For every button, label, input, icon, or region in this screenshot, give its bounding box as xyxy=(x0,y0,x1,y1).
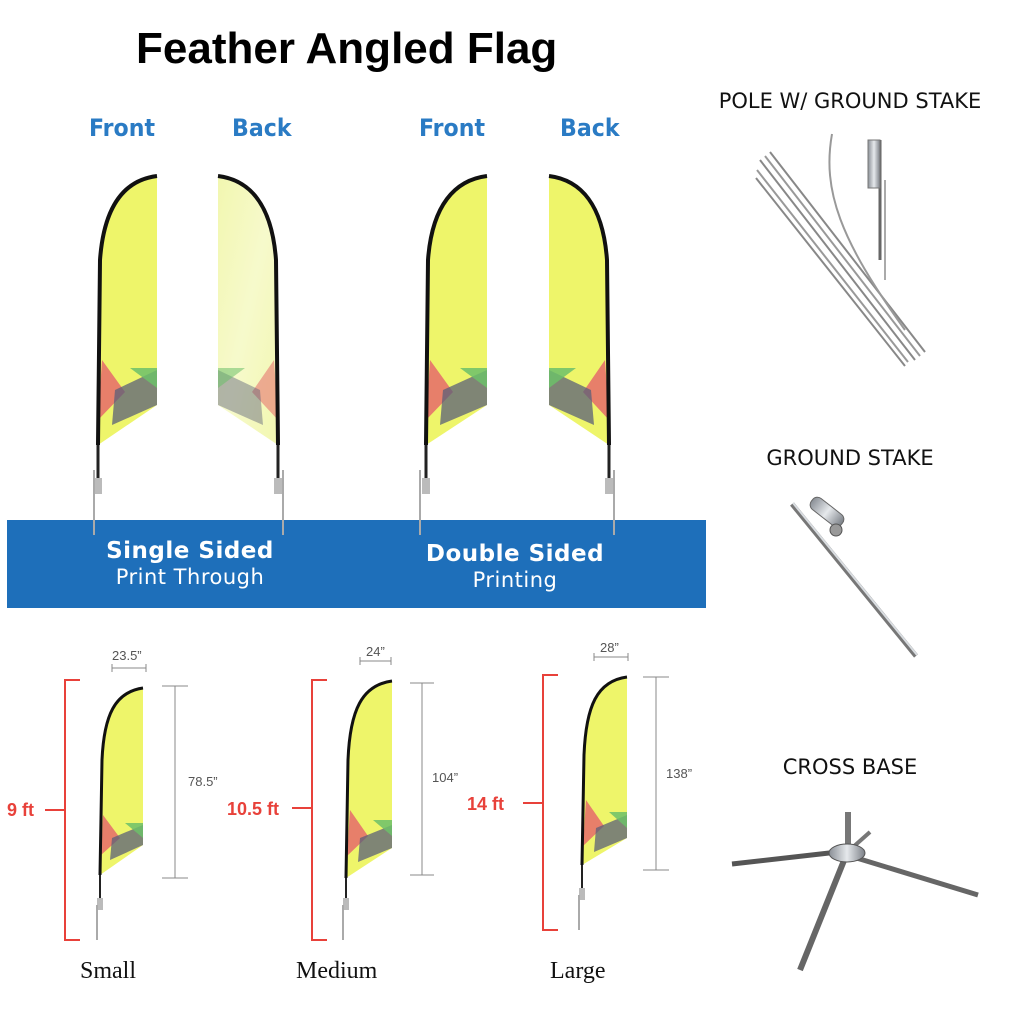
medium-width: 24” xyxy=(366,644,385,659)
medium-height: 104” xyxy=(432,770,459,785)
flag-double-back xyxy=(548,174,615,535)
view-label-front: Front xyxy=(419,114,486,142)
single-sided-subtitle: Print Through xyxy=(115,565,265,589)
cross-base-label: CROSS BASE xyxy=(782,755,918,779)
printing-options-band xyxy=(7,520,706,608)
view-label-front: Front xyxy=(89,114,156,142)
size-medium-flag xyxy=(292,657,434,941)
small-width: 23.5” xyxy=(112,648,142,663)
small-height: 78.5” xyxy=(188,774,218,789)
size-small-flag xyxy=(45,664,188,941)
pole-ground-stake-label: POLE W/ GROUND STAKE xyxy=(718,89,982,113)
page-title: Feather Angled Flag xyxy=(136,24,558,73)
ground-stake-label: GROUND STAKE xyxy=(766,446,934,470)
size-large-label: Large xyxy=(550,958,606,984)
small-overall-height: 9 ft xyxy=(7,800,34,820)
double-sided-subtitle: Printing xyxy=(472,568,558,592)
double-sided-title: Double Sided xyxy=(425,541,605,567)
flag-single-back xyxy=(217,174,284,535)
cross-base-image xyxy=(731,812,979,972)
ground-stake-image xyxy=(790,496,918,658)
flag-double-front xyxy=(419,174,488,535)
size-medium-label: Medium xyxy=(296,958,378,984)
medium-overall-height: 10.5 ft xyxy=(227,799,280,819)
large-width: 28” xyxy=(600,640,619,655)
flag-single-front xyxy=(93,174,158,535)
view-label-back: Back xyxy=(560,114,620,142)
pole-ground-stake-image xyxy=(755,133,926,367)
large-overall-height: 14 ft xyxy=(467,794,505,814)
size-large-flag xyxy=(523,653,669,931)
large-height: 138” xyxy=(666,766,693,781)
view-label-back: Back xyxy=(232,114,292,142)
size-small-label: Small xyxy=(80,958,137,984)
single-sided-title: Single Sided xyxy=(106,538,274,564)
